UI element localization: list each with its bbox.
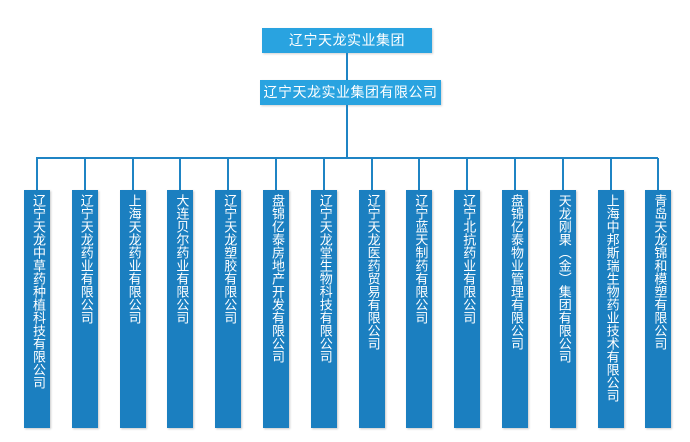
org-node-child-14[interactable]: 青岛天龙锦和模塑有限公司 — [645, 190, 672, 428]
org-node-level2-label: 辽宁天龙实业集团有限公司 — [263, 84, 438, 101]
connector-bus-to-child-5 — [227, 158, 230, 190]
org-node-child-5[interactable]: 辽宁天龙塑胶有限公司 — [215, 190, 242, 428]
org-node-child-2[interactable]: 辽宁天龙药业有限公司 — [71, 190, 98, 428]
org-node-child-1-label: 辽宁天龙中草药种植科技有限公司 — [30, 194, 45, 389]
org-node-child-4-label: 大连贝尔药业有限公司 — [173, 194, 189, 324]
org-node-child-9-label: 辽宁蓝天制药有限公司 — [412, 194, 428, 324]
org-node-root[interactable]: 辽宁天龙实业集团 — [262, 28, 432, 53]
org-node-child-11-label: 盘锦亿泰物业管理有限公司 — [508, 194, 523, 350]
org-node-child-4[interactable]: 大连贝尔药业有限公司 — [167, 190, 194, 428]
connector-root-to-level2 — [346, 53, 348, 80]
org-node-child-1[interactable]: 辽宁天龙中草药种植科技有限公司 — [24, 190, 50, 428]
org-node-child-14-label: 青岛天龙锦和模塑有限公司 — [651, 194, 667, 350]
connector-bus-to-child-12 — [561, 158, 564, 190]
org-node-child-5-label: 辽宁天龙塑胶有限公司 — [221, 194, 237, 324]
org-node-child-3[interactable]: 上海天龙药业有限公司 — [119, 190, 146, 428]
org-node-child-13-label: 上海中邦斯瑞生物药业技术有限公司 — [603, 194, 619, 402]
org-node-child-6-label: 盘锦亿泰房地产开发有限公司 — [269, 194, 284, 363]
org-node-level2[interactable]: 辽宁天龙实业集团有限公司 — [260, 80, 441, 105]
org-node-child-12-label: 天龙刚果（金）集团有限公司 — [555, 194, 571, 363]
org-node-child-11[interactable]: 盘锦亿泰物业管理有限公司 — [502, 190, 528, 428]
org-node-child-7[interactable]: 辽宁天龙堂生物科技有限公司 — [310, 190, 337, 428]
connector-bus-to-child-11 — [514, 158, 516, 190]
org-node-child-7-label: 辽宁天龙堂生物科技有限公司 — [316, 194, 332, 363]
connector-bus-to-child-9 — [418, 158, 421, 190]
connector-bus-to-child-10 — [466, 158, 469, 190]
org-node-child-10[interactable]: 辽宁北抗药业有限公司 — [454, 190, 481, 428]
connector-bus-to-child-6 — [275, 158, 277, 190]
connector-bus-to-child-8 — [370, 158, 373, 190]
connector-level2-to-bus — [346, 105, 348, 158]
org-node-child-8[interactable]: 辽宁天龙医药贸易有限公司 — [358, 190, 385, 428]
connector-bus-to-child-3 — [131, 158, 134, 190]
connector-bus-to-child-13 — [609, 158, 612, 190]
connector-horizontal-bus — [36, 157, 658, 159]
connector-bus-to-child-4 — [179, 158, 182, 190]
connector-bus-to-child-7 — [322, 158, 325, 190]
org-node-child-10-label: 辽宁北抗药业有限公司 — [460, 194, 476, 324]
org-node-child-9[interactable]: 辽宁蓝天制药有限公司 — [406, 190, 433, 428]
connector-bus-to-child-2 — [83, 158, 86, 190]
org-node-child-13[interactable]: 上海中邦斯瑞生物药业技术有限公司 — [597, 190, 624, 428]
org-node-root-label: 辽宁天龙实业集团 — [289, 32, 405, 49]
org-node-child-6[interactable]: 盘锦亿泰房地产开发有限公司 — [263, 190, 289, 428]
connector-bus-to-child-14 — [657, 158, 660, 190]
org-node-child-2-label: 辽宁天龙药业有限公司 — [77, 194, 93, 324]
org-node-child-3-label: 上海天龙药业有限公司 — [125, 194, 141, 324]
org-node-child-8-label: 辽宁天龙医药贸易有限公司 — [364, 194, 380, 350]
org-node-child-12[interactable]: 天龙刚果（金）集团有限公司 — [549, 190, 576, 428]
connector-bus-to-child-1 — [36, 158, 38, 190]
